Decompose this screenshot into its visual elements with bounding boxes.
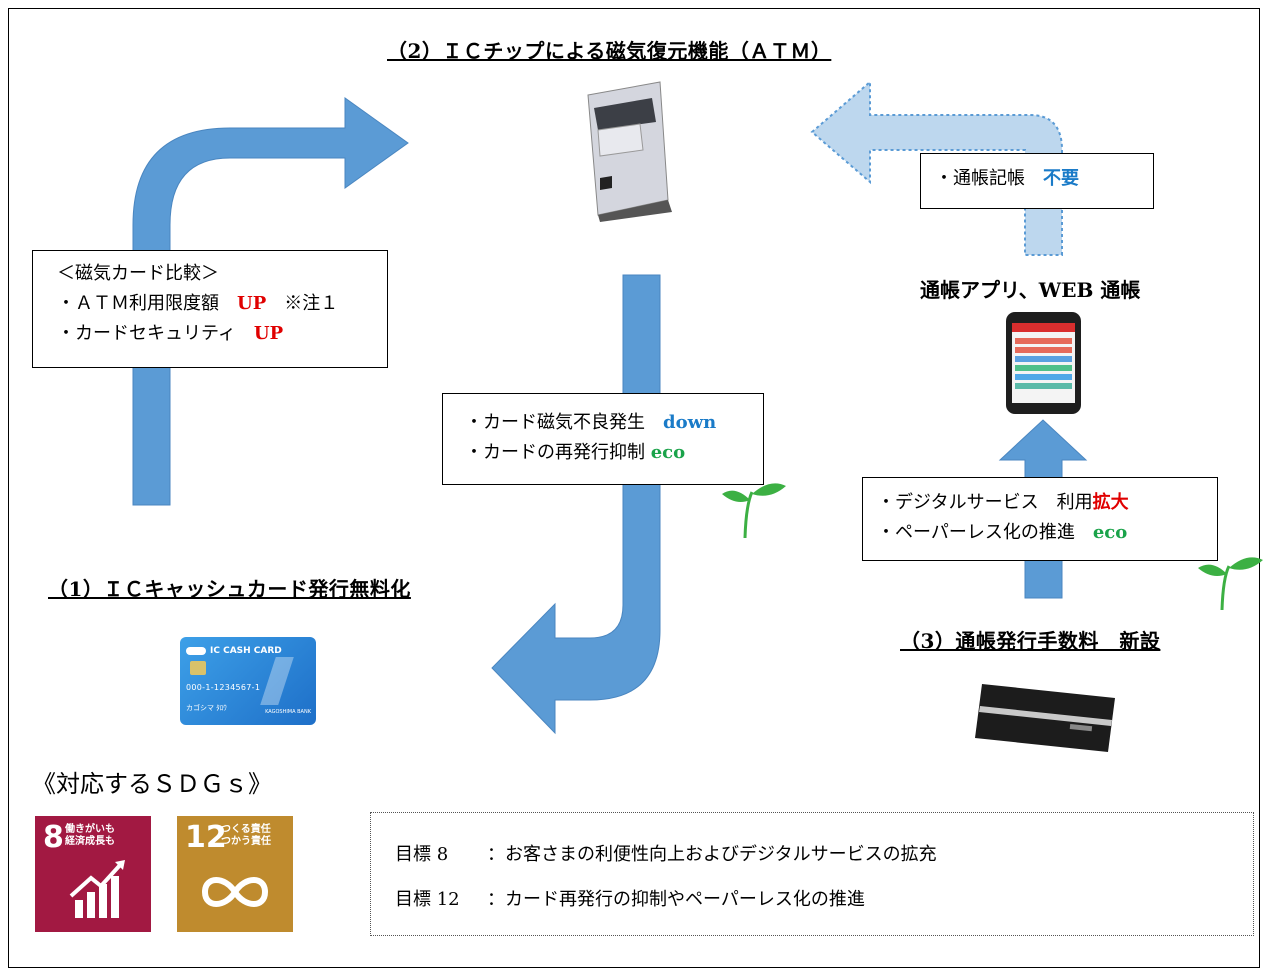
magnetic-line1: ・ＡＴＭ利用限度額 UP ※注１ (57, 293, 339, 314)
digital-line1: ・デジタルサービス 利用拡大 (877, 492, 1129, 513)
digital-line2: ・ペーパーレス化の推進 eco (877, 522, 1128, 543)
sdgs-heading: 《対応するＳＤＧｓ》 (32, 770, 272, 798)
dotted-return-arrow (810, 79, 1063, 256)
sdg-goal12-icon: 12 つくる責任つかう責任 (177, 816, 293, 932)
infinity-icon (201, 877, 269, 907)
digital-service-box: ・デジタルサービス 利用拡大 ・ペーパーレス化の推進 eco (862, 477, 1218, 561)
target-row-12: 目標 12：カード再発行の抑制やペーパーレス化の推進 (395, 889, 865, 910)
magnetic-heading: ＜磁気カード比較＞ (57, 263, 219, 284)
sdg-targets-box: 目標 8：お客さまの利便性向上およびデジタルサービスの拡充 目標 12：カード再… (370, 812, 1254, 936)
section1-title: （1）ＩＣキャッシュカード発行無料化 (48, 577, 411, 601)
middle-curve-arrow (491, 274, 661, 735)
passbook-image (975, 684, 1115, 752)
atm-machine-image (587, 81, 672, 222)
growth-chart-icon (69, 860, 125, 918)
passbook-line: ・通帳記帳 不要 (935, 168, 1079, 189)
sprout-icon-middle (722, 483, 786, 539)
card-line2: ・カードの再発行抑制 eco (465, 442, 686, 463)
page-frame (8, 8, 1260, 968)
ic-cash-card-image: IC CASH CARD 000-1-1234567-1 カゴシマ ﾀﾛｳ KA… (180, 637, 316, 725)
section2-title: （2）ＩＣチップによる磁気復元機能（ＡＴＭ） (387, 39, 832, 63)
card-magnetic-box: ・カード磁気不良発生 down ・カードの再発行抑制 eco (442, 393, 764, 485)
app-title: 通帳アプリ、WEB 通帳 (920, 278, 1141, 302)
passbook-entry-box: ・通帳記帳 不要 (920, 153, 1154, 209)
card-line1: ・カード磁気不良発生 down (465, 412, 717, 433)
smartphone-image (1006, 312, 1081, 414)
target-row-8: 目標 8：お客さまの利便性向上およびデジタルサービスの拡充 (395, 844, 937, 865)
section3-title: （3）通帳発行手数料 新設 (900, 629, 1161, 653)
sdg-goal8-icon: 8 働きがいも経済成長も (35, 816, 151, 932)
magnetic-line2: ・カードセキュリティ UP (57, 323, 284, 344)
left-curve-arrow (132, 97, 409, 506)
magnetic-comparison-box: ＜磁気カード比較＞ ・ＡＴＭ利用限度額 UP ※注１ ・カードセキュリティ UP (32, 250, 388, 368)
sprout-icon-right (1198, 557, 1263, 611)
